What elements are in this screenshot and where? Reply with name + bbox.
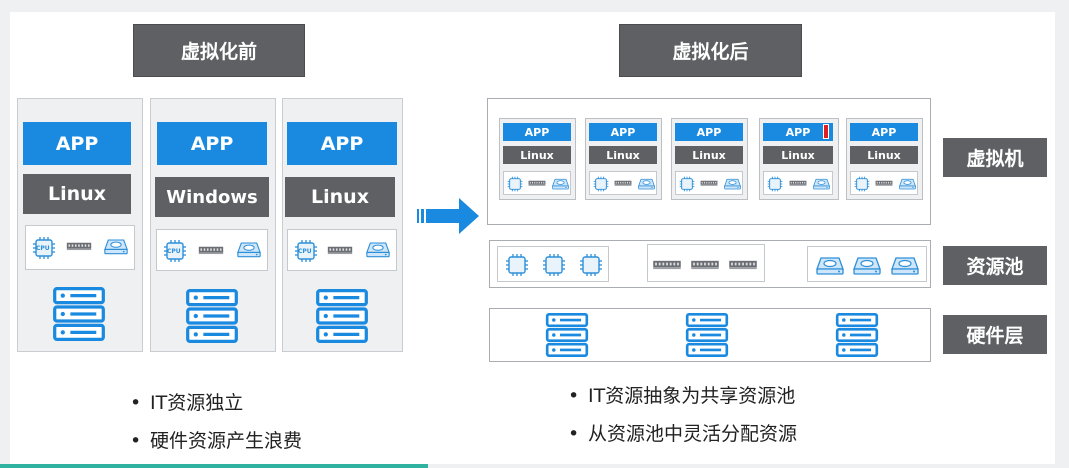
physical-server-column: APP Windows CPU xyxy=(150,98,276,352)
os-block: Linux xyxy=(589,146,657,164)
disk-icon xyxy=(899,177,916,190)
app-block: APP xyxy=(287,122,397,165)
ram-icon xyxy=(875,179,893,187)
virtual-machine: APP Linux xyxy=(585,118,662,200)
os-block: Linux xyxy=(850,146,918,164)
resource-pool-label: 资源池 xyxy=(943,246,1047,285)
hardware-layer-label: 硬件层 xyxy=(943,315,1047,354)
hardware-box xyxy=(850,171,918,195)
memory-pool xyxy=(647,244,765,282)
os-block: Linux xyxy=(675,146,743,164)
ram-icon xyxy=(327,245,353,255)
cpu-icon xyxy=(854,176,870,192)
resource-pool-box xyxy=(489,240,931,288)
server-icon xyxy=(316,289,368,343)
os-block: Linux xyxy=(23,174,131,214)
hardware-box: CPU xyxy=(287,229,397,271)
ram-icon xyxy=(728,259,758,270)
cpu-label: CPU xyxy=(36,245,50,252)
bullet-text: IT资源抽象为共享资源池 xyxy=(588,385,796,407)
vm-layer-label: 虚拟机 xyxy=(943,138,1047,177)
disk-icon xyxy=(104,237,128,255)
app-block: APP xyxy=(23,122,131,165)
server-icon xyxy=(186,289,238,343)
virtual-machine: APP Linux xyxy=(846,118,923,200)
cpu-label: CPU xyxy=(167,248,181,255)
after-bullet: •从资源池中灵活分配资源 xyxy=(568,423,798,445)
hardware-box xyxy=(503,171,571,195)
bullet-text: 硬件资源产生浪费 xyxy=(150,430,303,452)
disk-icon xyxy=(237,240,261,258)
os-block: Linux xyxy=(763,146,833,164)
cpu-icon xyxy=(679,176,695,192)
cpu-icon xyxy=(507,176,523,192)
ram-icon xyxy=(652,259,682,270)
cpu-icon xyxy=(767,176,783,192)
app-block: APP xyxy=(850,123,918,141)
ram-icon xyxy=(198,245,224,255)
os-block: Linux xyxy=(503,146,571,164)
ram-icon xyxy=(690,259,720,270)
before-bullet: •IT资源独立 xyxy=(130,392,244,414)
disk-icon xyxy=(813,177,830,190)
cpu-icon xyxy=(505,253,529,277)
disk-icon xyxy=(366,240,390,258)
hardware-layer-box xyxy=(489,308,931,362)
disk-icon xyxy=(891,255,919,275)
hardware-box: CPU xyxy=(25,225,135,270)
hardware-box xyxy=(675,171,743,195)
bullet-text: IT资源独立 xyxy=(150,392,244,414)
disk-icon xyxy=(816,255,844,275)
right-arrow-icon xyxy=(417,198,479,234)
slide: 虚拟化前 APP Linux CPU APP Windows CPU APP L… xyxy=(10,12,1055,464)
app-block: APP xyxy=(589,123,657,141)
hardware-box xyxy=(763,171,833,195)
server-icon xyxy=(829,313,885,357)
app-block: APP xyxy=(763,123,833,141)
bottom-accent-line xyxy=(0,464,428,468)
bullet-text: 从资源池中灵活分配资源 xyxy=(588,423,798,445)
storage-pool xyxy=(807,246,927,282)
os-block: Windows xyxy=(155,177,269,217)
virtual-machine: APP Linux xyxy=(499,118,576,200)
before-title: 虚拟化前 xyxy=(133,24,305,77)
disk-icon xyxy=(552,177,569,190)
hardware-box: CPU xyxy=(156,229,268,271)
ram-icon xyxy=(528,179,546,187)
cpu-icon xyxy=(542,253,566,277)
server-icon xyxy=(679,313,735,357)
ram-icon xyxy=(789,179,807,187)
cpu-icon xyxy=(579,253,603,277)
before-bullet: •硬件资源产生浪费 xyxy=(130,430,303,452)
virtual-machine: APP Linux xyxy=(671,118,748,200)
physical-server-column: APP Linux CPU xyxy=(282,98,403,352)
virtual-machine: APP Linux xyxy=(759,118,839,200)
server-icon xyxy=(53,287,105,341)
os-block: Linux xyxy=(285,177,395,217)
disk-icon xyxy=(853,255,881,275)
app-block: APP xyxy=(675,123,743,141)
disk-icon xyxy=(724,177,741,190)
physical-server-column: APP Linux CPU xyxy=(17,98,143,352)
ram-icon xyxy=(700,179,718,187)
cpu-label: CPU xyxy=(298,248,312,255)
cpu-icon xyxy=(593,176,609,192)
ram-icon xyxy=(614,179,632,187)
app-block: APP xyxy=(157,122,267,165)
cpu-pool xyxy=(497,246,609,282)
ram-icon xyxy=(66,241,92,251)
hardware-box xyxy=(589,171,657,195)
app-block: APP xyxy=(503,123,571,141)
server-icon xyxy=(539,313,595,357)
cursor-marker xyxy=(823,124,829,139)
disk-icon xyxy=(638,177,655,190)
after-title: 虚拟化后 xyxy=(619,24,802,77)
after-bullet: •IT资源抽象为共享资源池 xyxy=(568,385,796,407)
